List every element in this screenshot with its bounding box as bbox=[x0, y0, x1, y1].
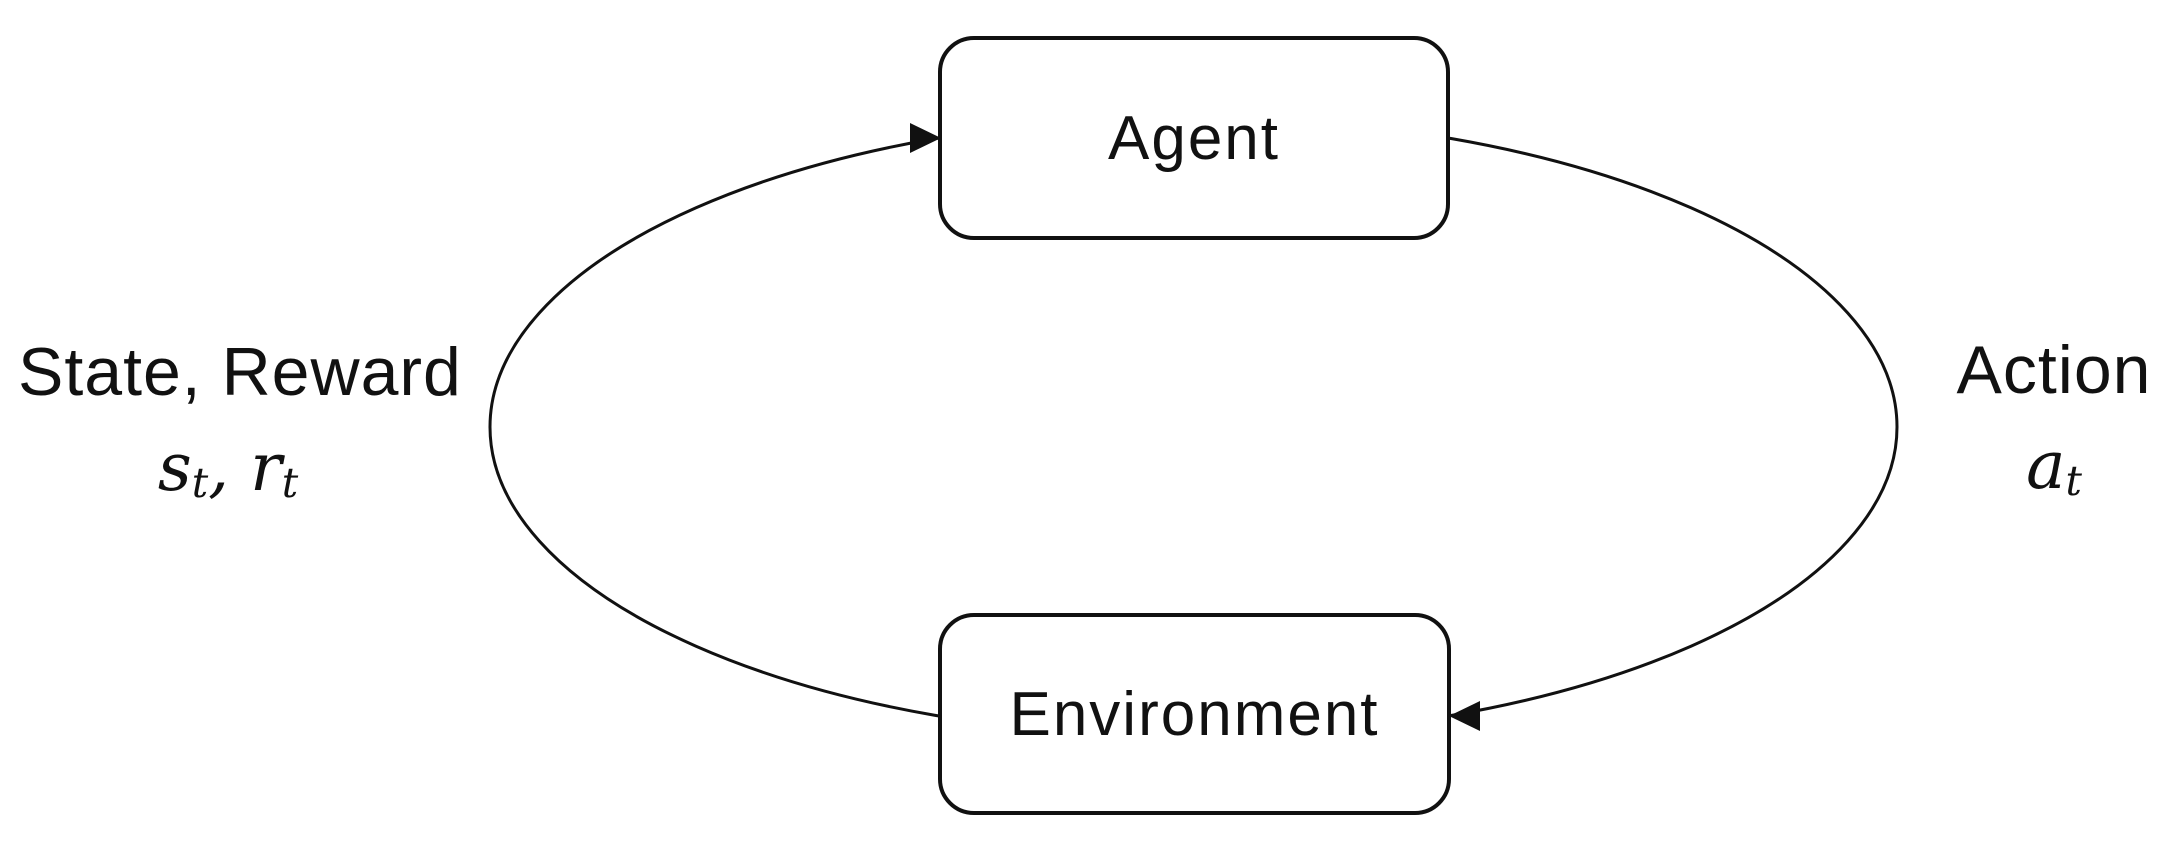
action-subscript: t bbox=[2065, 457, 2082, 506]
state-reward-label: State, Reward bbox=[18, 334, 462, 410]
action-label: Action bbox=[1956, 332, 2152, 408]
action-math: at bbox=[1904, 431, 2182, 502]
agent-node-label: Agent bbox=[1107, 103, 1281, 173]
action-edge-label: Action at bbox=[1904, 332, 2182, 502]
agent-node: Agent bbox=[938, 36, 1450, 240]
state-symbol: s bbox=[157, 429, 192, 506]
reward-subscript: t bbox=[281, 459, 299, 508]
environment-node: Environment bbox=[938, 613, 1451, 815]
state-subscript: t bbox=[191, 459, 209, 508]
reward-symbol: r bbox=[250, 429, 282, 506]
environment-node-label: Environment bbox=[1009, 679, 1380, 749]
arrowhead-into-agent-icon bbox=[910, 123, 941, 153]
arrowhead-into-environment-icon bbox=[1449, 701, 1480, 731]
math-separator: , bbox=[208, 429, 251, 506]
state-reward-math: st, rt bbox=[18, 433, 438, 504]
action-symbol: a bbox=[2026, 427, 2066, 504]
state-reward-edge-label: State, Reward st, rt bbox=[18, 334, 462, 504]
